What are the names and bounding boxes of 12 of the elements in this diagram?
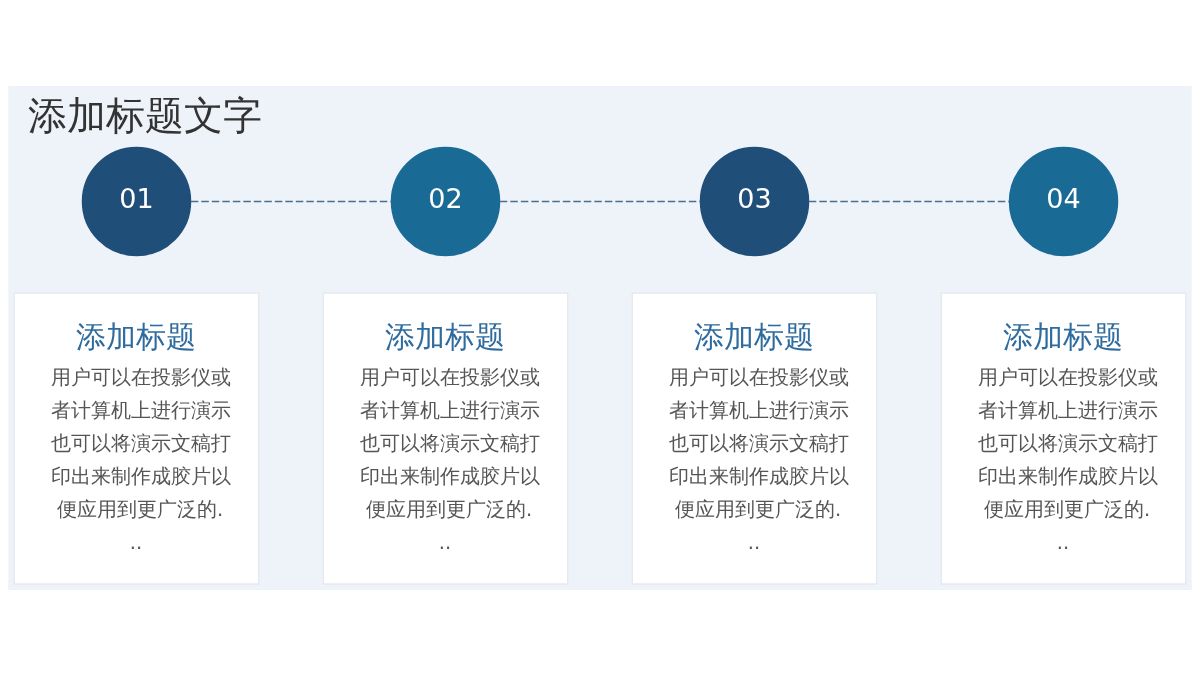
diagram-title: 添加标题文字 (27, 92, 262, 138)
node-circle: 04 (1008, 146, 1119, 256)
node-circle: 02 (390, 146, 501, 256)
connector (190, 200, 393, 202)
node-box: 添加标题 用户可以在投影仪或者计算机上进行演示也可以将演示文稿打印出来制作成胶片以便应用到更广泛的... (13, 291, 260, 585)
connector (808, 200, 1011, 202)
node-box: 添加标题 用户可以在投影仪或者计算机上进行演示也可以将演示文稿打印出来制作成胶片以便应用到更广泛的... (940, 291, 1187, 585)
node-circle: 03 (699, 146, 810, 256)
node-box: 添加标题 用户可以在投影仪或者计算机上进行演示也可以将演示文稿打印出来制作成胶片以便应用到更广泛的... (322, 291, 569, 585)
connector (499, 200, 702, 202)
node-circle: 01 (81, 146, 192, 256)
node-box: 添加标题 用户可以在投影仪或者计算机上进行演示也可以将演示文稿打印出来制作成胶片以便应用到更广泛的... (631, 291, 878, 585)
